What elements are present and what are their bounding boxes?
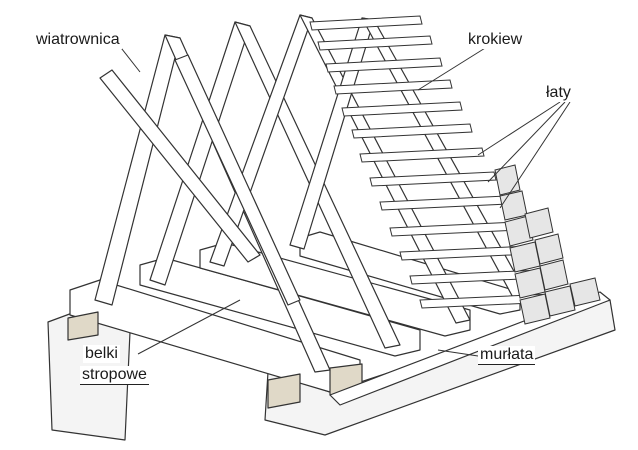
leader-belki (137, 299, 241, 355)
leader-laty-3 (499, 101, 571, 209)
label-stropowe: stropowe (80, 366, 149, 385)
beam-end-front (267, 373, 301, 409)
leader-laty-1 (477, 101, 561, 156)
label-laty: łaty (544, 84, 573, 102)
leader-laty-2 (487, 101, 566, 183)
label-krokiew: krokiew (466, 31, 525, 49)
beam-end-left (67, 311, 99, 341)
label-murlata: murłata (478, 346, 536, 365)
leader-wiatrownica (117, 43, 141, 73)
wind-brace (99, 69, 261, 263)
leader-krokiew (417, 44, 491, 91)
leader-murlata (437, 349, 479, 357)
label-wiatrownica: wiatrownica (34, 31, 122, 49)
wind-brace-2 (174, 54, 301, 306)
label-belki: belki (83, 345, 120, 363)
